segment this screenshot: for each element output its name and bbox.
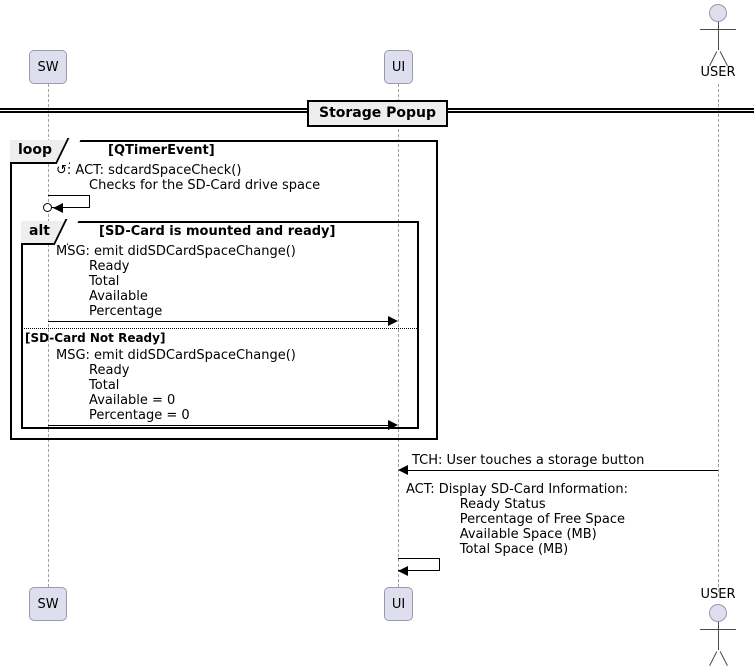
message-display-info-line-4: Available Space (MB) [406, 527, 597, 542]
message-emit-ready-line [48, 321, 390, 322]
message-emit-not-ready-line-3: Total [56, 378, 120, 393]
self-message-loop-bracket [48, 195, 90, 208]
self-message-ui-arrowhead [398, 566, 408, 576]
message-sdcard-space-check-line-2: Checks for the SD-Card drive space [56, 178, 321, 193]
participant-sw-bottom[interactable]: SW [29, 587, 67, 621]
message-user-touch-label: TCH: User touches a storage button [412, 453, 645, 468]
participant-ui-bottom[interactable]: UI [384, 587, 413, 621]
actor-head-icon [709, 4, 727, 22]
actor-arms-icon [700, 29, 736, 30]
group-tab-loop: loop [10, 140, 71, 164]
message-user-touch-line [406, 470, 718, 471]
actor-user-label-top: USER [700, 65, 736, 80]
lifeline-user [718, 84, 719, 592]
actor-right-leg-icon-bottom [719, 651, 728, 666]
message-sdcard-space-check-line-1: ↺: ACT: sdcardSpaceCheck() [56, 163, 242, 178]
message-emit-ready-line-1: MSG: emit didSDCardSpaceChange() [56, 244, 296, 259]
actor-user-label-bottom: USER [700, 587, 736, 602]
message-emit-not-ready-line-1: MSG: emit didSDCardSpaceChange() [56, 348, 296, 363]
self-message-ui-bracket [398, 558, 440, 571]
participant-ui-top[interactable]: UI [384, 50, 413, 84]
message-emit-not-ready-arrowhead [388, 420, 398, 430]
message-emit-ready-line-4: Available [56, 289, 148, 304]
actor-body-icon [718, 22, 719, 50]
group-frame-loop [10, 140, 438, 440]
actor-left-leg-icon [709, 51, 718, 66]
message-emit-not-ready-line [48, 425, 390, 426]
message-emit-ready-line-5: Percentage [56, 304, 163, 319]
participant-sw-label-bottom: SW [37, 596, 59, 612]
lifeline-sw [48, 84, 49, 592]
divider-label: Storage Popup [319, 105, 437, 121]
participant-ui-label: UI [391, 59, 406, 75]
group-else-guard-alt: [SD-Card Not Ready] [25, 331, 166, 345]
group-tab-alt: alt [21, 221, 68, 245]
message-display-info-line-1: ACT: Display SD-Card Information: [406, 482, 628, 497]
self-message-loop-arrowhead [53, 203, 63, 213]
message-display-info-line-5: Total Space (MB) [406, 542, 569, 557]
actor-arms-icon-bottom [700, 629, 736, 630]
message-display-info-line-3: Percentage of Free Space [406, 512, 625, 527]
group-tab-alt-label: alt [29, 223, 50, 239]
alt-else-divider [21, 328, 419, 329]
group-guard-loop: [QTimerEvent] [108, 143, 215, 158]
message-emit-ready-line-3: Total [56, 274, 120, 289]
group-tab-loop-label: loop [18, 142, 53, 158]
lifeline-ui [398, 84, 399, 592]
participant-sw-label: SW [37, 59, 59, 75]
message-user-touch-arrowhead [398, 465, 408, 475]
message-emit-ready-line-2: Ready [56, 259, 130, 274]
message-emit-not-ready-line-5: Percentage = 0 [56, 408, 190, 423]
group-frame-alt [21, 221, 419, 429]
participant-sw-top[interactable]: SW [29, 50, 67, 84]
message-emit-not-ready-line-2: Ready [56, 363, 130, 378]
group-guard-alt: [SD-Card is mounted and ready] [99, 224, 336, 239]
participant-ui-label-bottom: UI [391, 596, 406, 612]
self-message-loop-circle-cap-icon [43, 203, 52, 212]
actor-left-leg-icon-bottom [709, 651, 718, 666]
message-emit-ready-arrowhead [388, 316, 398, 326]
message-display-info-line-2: Ready Status [406, 497, 546, 512]
actor-right-leg-icon [719, 51, 728, 66]
message-emit-not-ready-line-4: Available = 0 [56, 393, 176, 408]
divider-storage-popup: Storage Popup [307, 100, 449, 127]
actor-body-icon-bottom [718, 622, 719, 650]
actor-head-icon-bottom [709, 604, 727, 622]
